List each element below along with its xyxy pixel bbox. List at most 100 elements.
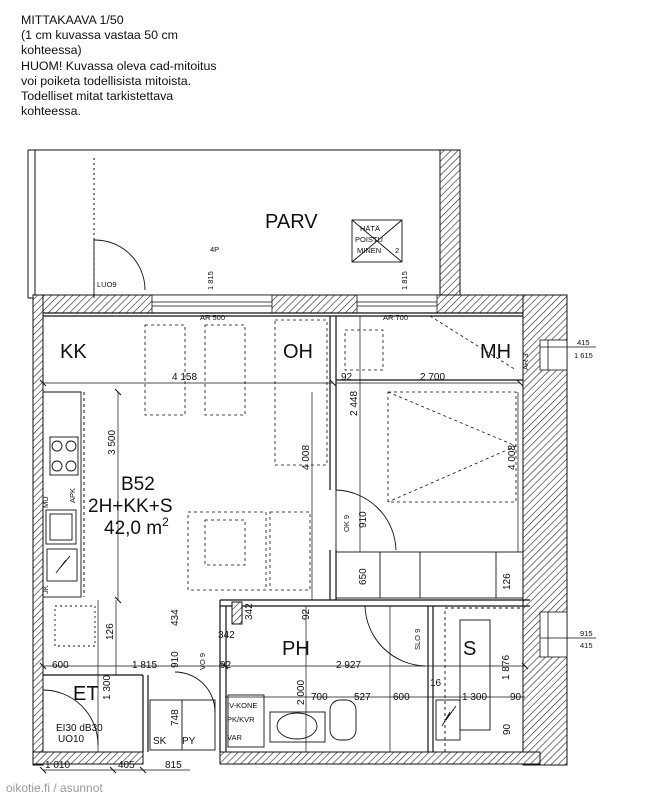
dim-90a: 90: [510, 692, 522, 703]
dim-126a: 126: [502, 573, 513, 590]
bathroom-fixtures: [54, 605, 461, 751]
dim-405: 405: [118, 760, 135, 771]
room-label-kitchen: KK: [60, 341, 87, 363]
apartment-area: 42,0 m2: [104, 515, 169, 539]
dim-16: 16: [430, 678, 442, 689]
dimension-lines: [43, 316, 596, 771]
balcony-wall-right: [439, 149, 461, 299]
room-label-sauna: S: [463, 638, 476, 660]
label-sk: SK: [153, 736, 167, 747]
dim-434: 434: [170, 609, 181, 626]
label-uo10: UO10: [58, 734, 85, 745]
dim-600b: 600: [393, 692, 410, 703]
dim-2000: 2 000: [296, 680, 307, 705]
room-label-bathroom: PH: [282, 638, 310, 660]
dim-700: 700: [311, 692, 328, 703]
dim-2448: 2 448: [349, 391, 360, 416]
dim-92b: 92: [301, 608, 312, 620]
label-hata-2: POISTU: [355, 235, 383, 244]
dim-342a: 342: [244, 603, 255, 620]
note-line: HUOM! Kuvassa oleva cad-mitoitus: [21, 58, 217, 73]
label-ar3: AR 3: [521, 353, 530, 370]
dimension-ticks: [39, 379, 529, 774]
note-line: kohteessa.: [21, 104, 81, 119]
label-ei30: EI30 dB30: [56, 723, 103, 734]
label-luo: LUO9: [97, 280, 117, 289]
dim-4008b: 4 008: [507, 445, 518, 470]
dim-915: 915: [580, 629, 593, 638]
scale-note: MITTAKAAVA 1/50 (1 cm kuvassa vastaa 50 …: [21, 13, 217, 119]
dim-4158: 4 158: [172, 372, 197, 383]
watermark: oikotie.fi / asunnot: [6, 781, 103, 795]
dim-650: 650: [358, 568, 369, 585]
bed: [387, 315, 517, 503]
apartment-area-value: 42,0 m: [104, 518, 162, 539]
room-label-balcony: PARV: [265, 211, 318, 233]
dim-748: 748: [170, 709, 181, 726]
room-label-hall: ET: [73, 683, 99, 705]
label-4p: 4P: [210, 245, 219, 254]
wall-bottom-left: [32, 751, 144, 765]
dim-1815c: 1 815: [132, 660, 157, 671]
dim-1010: 1 010: [45, 760, 70, 771]
windows-side: [539, 339, 568, 658]
note-line: Todelliset mitat tarkistettava: [21, 89, 174, 104]
dim-90b: 90: [502, 723, 513, 735]
label-vo9: VO 9: [198, 653, 207, 670]
dim-910b: 910: [170, 651, 181, 668]
dim-4008a: 4 008: [301, 445, 312, 470]
dim-1300b: 1 300: [102, 675, 113, 700]
dim-1300a: 1 300: [462, 692, 487, 703]
dim-92a: 92: [341, 372, 353, 383]
dining-set: [144, 319, 384, 591]
wall-right: [522, 294, 568, 766]
note-line: MITTAKAAVA 1/50: [21, 13, 124, 27]
dim-415b: 415: [580, 641, 593, 650]
balcony-outline: [27, 149, 445, 299]
label-apk: APK: [68, 488, 77, 503]
wall-left: [32, 294, 44, 766]
label-mu: MU: [41, 496, 50, 508]
label-ivkone: IV-KONE: [227, 701, 257, 710]
label-slo9: SLO 9: [413, 629, 422, 650]
room-label-living: OH: [283, 341, 313, 363]
note-line: kohteessa): [21, 43, 82, 58]
label-ar500: AR 500: [200, 313, 225, 322]
label-hata-3: MINEN: [357, 246, 381, 255]
dim-600a: 600: [52, 660, 69, 671]
small-wall-block: [231, 601, 243, 625]
label-jk: JK: [41, 585, 50, 594]
dim-1615: 1 615: [574, 351, 593, 360]
dim-342b: 342: [218, 630, 235, 641]
apartment-type: 2H+KK+S: [88, 496, 173, 517]
dim-1876: 1 876: [501, 655, 512, 680]
label-pk: PK/KVR: [227, 715, 255, 724]
wardrobes: [335, 551, 524, 599]
windows-top: [151, 294, 438, 314]
room-label-bedroom: MH: [480, 341, 511, 363]
emergency-exit-box: [351, 219, 403, 263]
dim-2927: 2 927: [336, 660, 361, 671]
kitchen-counter: [42, 391, 82, 598]
wall-top: [32, 294, 536, 314]
dim-527: 527: [354, 692, 371, 703]
dim-92c: 92: [220, 660, 232, 671]
interior-walls: [43, 312, 530, 752]
label-hata-1: HÄTÄ: [360, 224, 380, 233]
label-var: VAR: [227, 733, 242, 742]
label-ok9: OK 9: [342, 515, 351, 532]
label-hata-num: 2: [395, 246, 399, 255]
dim-126b: 126: [105, 623, 116, 640]
dim-815: 815: [165, 760, 182, 771]
apartment-code: B52: [121, 474, 155, 495]
note-line: (1 cm kuvassa vastaa 50 cm: [21, 28, 179, 43]
dim-1815b: 1 815: [400, 271, 409, 290]
dim-910a: 910: [358, 511, 369, 528]
label-ar700: AR 700: [383, 313, 408, 322]
note-line: voi poiketa todellisista mitoista.: [21, 73, 192, 88]
dim-2700: 2 700: [420, 372, 445, 383]
dim-1815a: 1 815: [206, 271, 215, 290]
sauna-benches: [444, 607, 524, 753]
wall-bottom: [219, 751, 541, 765]
